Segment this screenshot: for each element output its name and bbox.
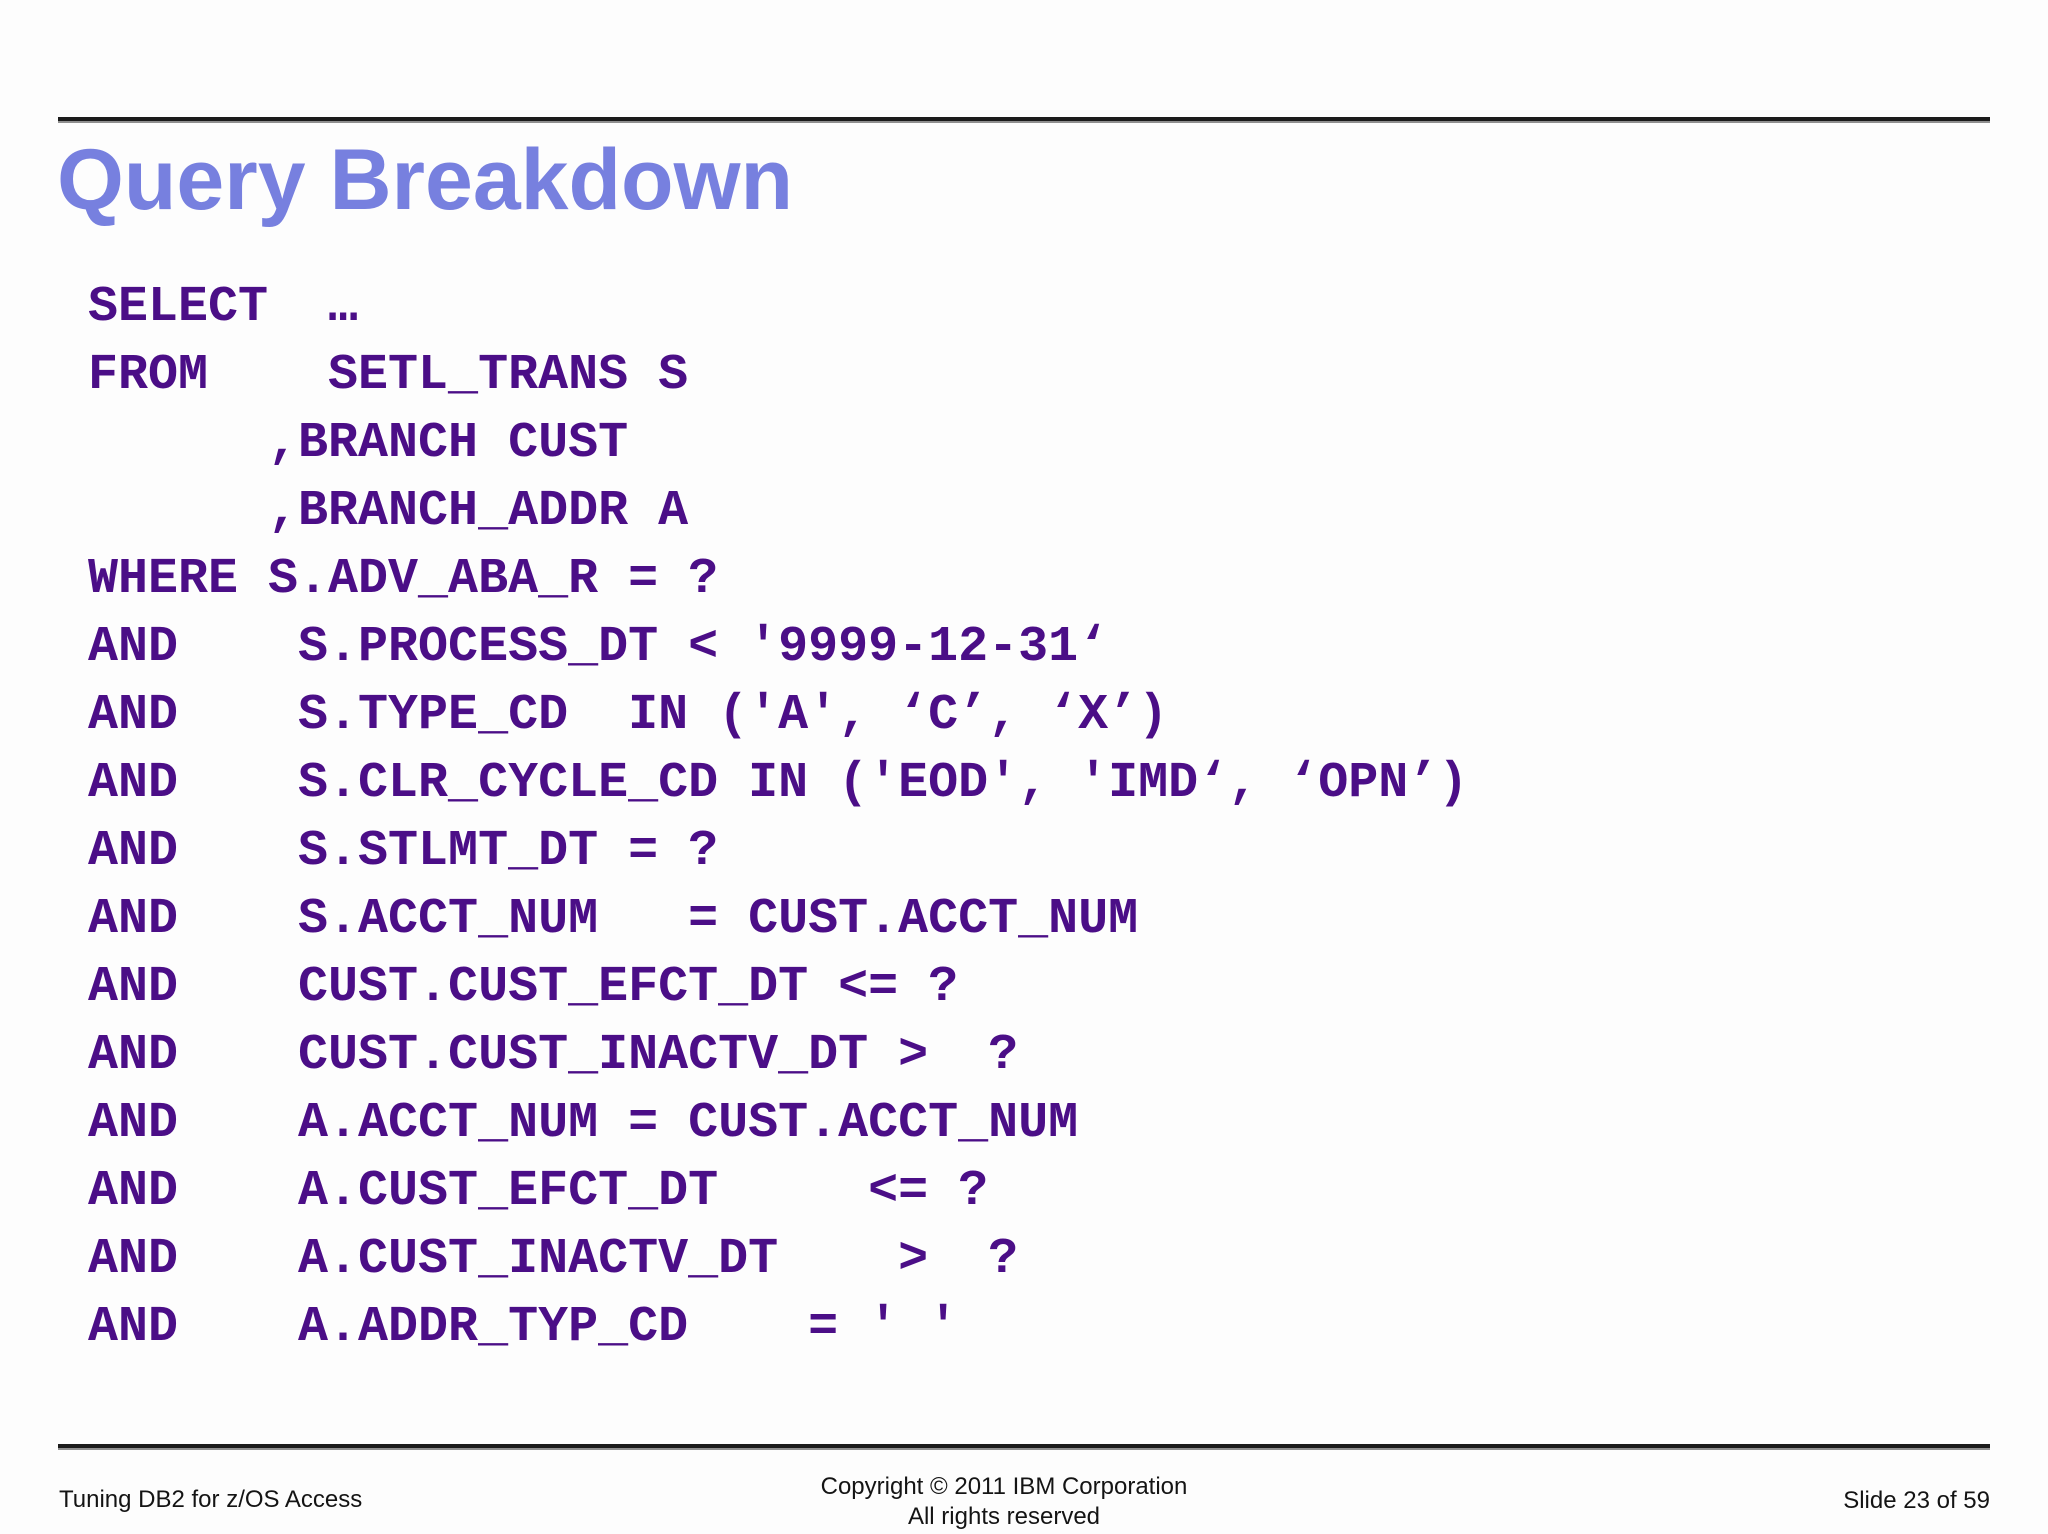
footer-divider <box>58 1444 1990 1450</box>
sql-code-line: FROM SETL_TRANS S <box>88 347 689 404</box>
sql-code-line: AND S.CLR_CYCLE_CD IN ('EOD', 'IMD‘, ‘OP… <box>88 755 1469 812</box>
footer-copyright-block: Copyright © 2011 IBM Corporation All rig… <box>0 1472 2008 1532</box>
sql-code-line: AND A.CUST_EFCT_DT <= ? <box>88 1163 989 1220</box>
sql-code-line: AND S.STLMT_DT = ? <box>88 823 719 880</box>
sql-code-line: AND S.PROCESS_DT < '9999-12-31‘ <box>88 619 1109 676</box>
header-divider <box>58 117 1990 123</box>
sql-code-line: AND A.CUST_INACTV_DT > ? <box>88 1231 1019 1288</box>
sql-code-line: AND CUST.CUST_INACTV_DT > ? <box>88 1027 1019 1084</box>
footer-copyright-line: Copyright © 2011 IBM Corporation <box>820 1473 1188 1500</box>
sql-code-line: WHERE S.ADV_ABA_R = ? <box>88 551 719 608</box>
sql-code-line: ,BRANCH_ADDR A <box>88 483 689 540</box>
footer-rights-line: All rights reserved <box>907 1503 1101 1530</box>
sql-code-line: AND CUST.CUST_EFCT_DT <= ? <box>88 959 959 1016</box>
page-title: Query Breakdown <box>57 132 793 228</box>
sql-code-block: SELECT … FROM SETL_TRANS S ,BRANCH CUST ,… <box>88 274 1468 1362</box>
sql-code-line: AND A.ADDR_TYP_CD = ' ' <box>88 1299 959 1356</box>
sql-code-line: AND S.ACCT_NUM = CUST.ACCT_NUM <box>88 891 1139 948</box>
footer-presentation-title: Tuning DB2 for z/OS Access <box>59 1486 363 1513</box>
footer-slide-number: Slide 23 of 59 <box>1843 1487 1990 1514</box>
sql-code-line: SELECT … <box>88 279 359 336</box>
sql-code-line: AND S.TYPE_CD IN ('A', ‘C’, ‘X’) <box>88 687 1169 744</box>
sql-code-line: AND A.ACCT_NUM = CUST.ACCT_NUM <box>88 1095 1079 1152</box>
sql-code-line: ,BRANCH CUST <box>88 415 629 472</box>
